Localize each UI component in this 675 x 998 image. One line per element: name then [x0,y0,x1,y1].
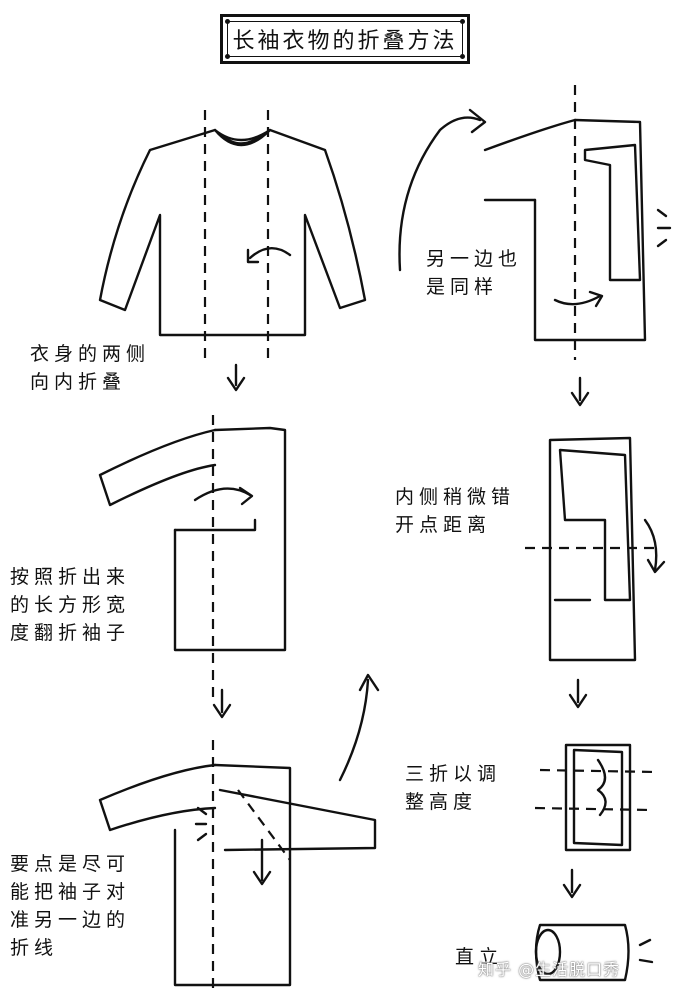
step7-label: 直立 [455,946,504,968]
step6-label: 三折以调 整高度 [405,763,502,813]
title-frame: 长袖衣物的折叠方法 [220,14,470,64]
fold-line [539,768,656,774]
fold-arrow-icon [248,247,292,260]
step4-label: 另一边也 是同样 [426,248,523,298]
curve-arrow-icon [398,116,482,272]
watermark: 知乎 @生活脱口秀 [478,960,621,979]
rolled-shirt-illustration [534,923,654,982]
offset-inner-illustration [525,436,666,662]
shirt-sides-folded-illustration [98,415,287,700]
fold-line [534,806,651,812]
down-arrow-icon [212,688,232,719]
step1-label: 衣身的两侧 向内折叠 [30,343,151,393]
down-arrow-icon [570,376,590,407]
down-arrow-icon [568,678,588,709]
trifold-illustration [534,743,656,852]
shirt-unfolded-illustration [98,110,367,360]
other-side-folded-illustration [398,85,672,360]
down-arrow-icon [226,363,246,392]
page-title: 长袖衣物的折叠方法 [227,21,463,57]
fold-arrow-icon [643,518,666,574]
fold-arrow-icon [596,758,607,817]
step3-label: 要点是尽可 能把袖子对 准另一边的 折线 [10,853,131,959]
fold-arrow-icon [252,838,272,886]
down-arrow-icon [562,868,582,899]
fold-line [237,789,291,861]
up-arrow-icon [338,673,380,782]
fold-arrow-icon [553,294,602,306]
step2-label: 按照折出来 的长方形宽 度翻折袖子 [10,566,131,644]
sleeve-folded-illustration [98,740,377,990]
step5-label: 内侧稍微错 开点距离 [395,486,516,536]
